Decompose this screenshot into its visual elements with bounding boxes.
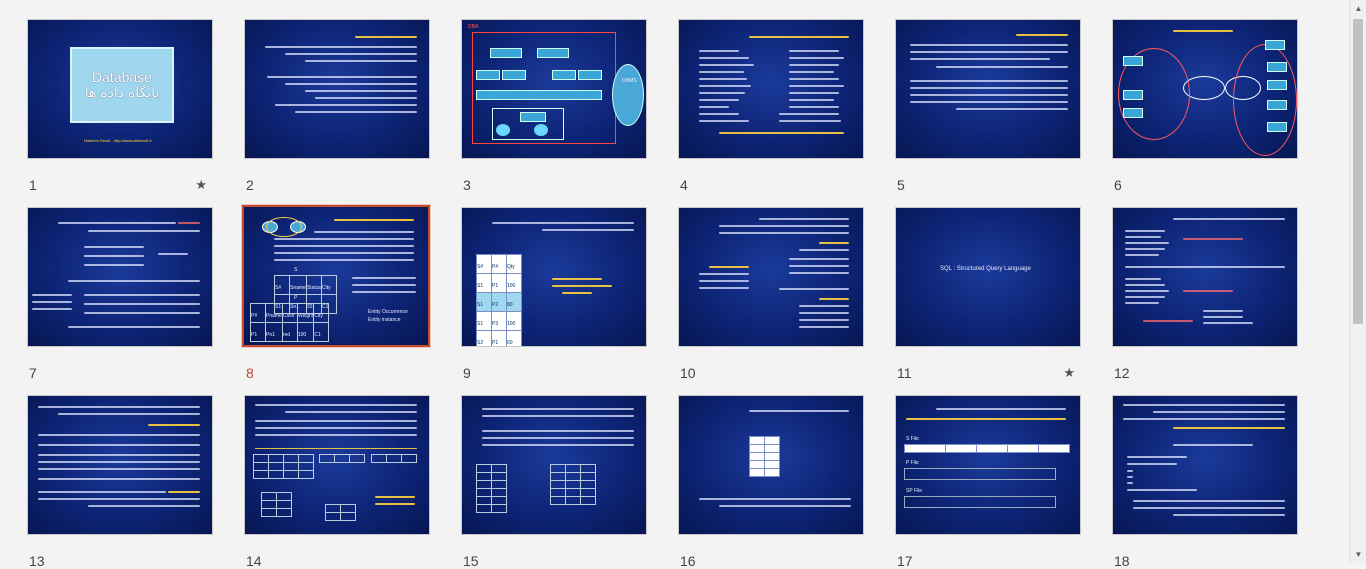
- sp-file-label: SP File: [906, 488, 923, 494]
- entity-occurrence: Entity Occurrence: [368, 309, 408, 315]
- slide-thumbnail[interactable]: [678, 207, 864, 347]
- scroll-down-arrow-icon[interactable]: ▼: [1354, 550, 1363, 559]
- slide-number: 16: [680, 553, 696, 569]
- slide-thumbnail[interactable]: [1112, 395, 1298, 535]
- slide-thumbnail[interactable]: [27, 395, 213, 535]
- slide-thumbnail[interactable]: Database پایگاه داده ها Hashem Rezai - h…: [27, 19, 213, 159]
- slide-number: 14: [246, 553, 262, 569]
- slide-thumbnail[interactable]: S S# Sname Status City S1 Sn1 20 C1 P: [242, 205, 430, 347]
- star-icon[interactable]: ★: [1063, 365, 1075, 380]
- slide-thumbnail[interactable]: S File P File SP File: [895, 395, 1081, 535]
- slide-number: 3: [463, 177, 471, 193]
- slide-number: 18: [1114, 553, 1130, 569]
- slide-number: 6: [1114, 177, 1122, 193]
- dbms-label: DBMS: [622, 78, 637, 84]
- slide-title: Database: [92, 69, 152, 85]
- slide-number: 11: [897, 365, 912, 381]
- vertical-scrollbar[interactable]: ▲ ▼: [1349, 0, 1366, 563]
- slide-number: 13: [29, 553, 45, 569]
- scrollbar-thumb[interactable]: [1353, 19, 1363, 324]
- slide-thumbnail[interactable]: DBA DBMS: [461, 19, 647, 159]
- slide-number: 15: [463, 553, 479, 569]
- slide-number: 12: [1114, 365, 1130, 381]
- slide-thumbnail[interactable]: [1112, 19, 1298, 159]
- scroll-up-arrow-icon[interactable]: ▲: [1354, 4, 1363, 13]
- slide-subtitle: پایگاه داده ها: [84, 84, 160, 100]
- slide-number: 17: [897, 553, 913, 569]
- p-file-label: P File: [906, 460, 919, 466]
- dba-label: DBA: [468, 24, 479, 30]
- slide-thumbnail[interactable]: [27, 207, 213, 347]
- slide-number: 10: [680, 365, 696, 381]
- slide-thumbnail[interactable]: [1112, 207, 1298, 347]
- slide-thumbnail[interactable]: S# P# Qty S1 P1 100 S1 P2 80 S1 P3 1: [461, 207, 647, 347]
- slide-number: 9: [463, 365, 471, 381]
- star-icon[interactable]: ★: [195, 177, 207, 192]
- entity-instance: Entity instance: [368, 317, 401, 323]
- slide-thumbnail[interactable]: [244, 395, 430, 535]
- slide-thumbnail[interactable]: [244, 19, 430, 159]
- slide-thumbnail[interactable]: [895, 19, 1081, 159]
- slide-sorter-grid: Database پایگاه داده ها Hashem Rezai - h…: [27, 19, 1298, 569]
- slide-thumbnail[interactable]: [678, 395, 864, 535]
- s-file-label: S File: [906, 436, 919, 442]
- slide-number: 1: [29, 177, 37, 193]
- title-box: Database پایگاه داده ها: [70, 47, 174, 123]
- slide-thumbnail[interactable]: [461, 395, 647, 535]
- slide-number: 5: [897, 177, 905, 193]
- slide-number: 7: [29, 365, 37, 381]
- table-s-name: S: [294, 267, 298, 273]
- slide-number: 4: [680, 177, 688, 193]
- slide-thumbnail[interactable]: [678, 19, 864, 159]
- slide-number: 2: [246, 177, 254, 193]
- slide-number: 8: [246, 365, 254, 381]
- table-p: P# Pname Color Weight City P1 Pn1 red 10…: [250, 303, 330, 342]
- slide-footer: Hashem Rezai - http://www.abtinsoft.ir: [84, 138, 152, 143]
- sql-heading: SQL : Structured Query Language: [940, 266, 1031, 272]
- sp-table: S# P# Qty S1 P1 100 S1 P2 80 S1 P3 1: [476, 254, 522, 346]
- table-p-name: P: [294, 295, 298, 301]
- slide-thumbnail[interactable]: SQL : Structured Query Language: [895, 207, 1081, 347]
